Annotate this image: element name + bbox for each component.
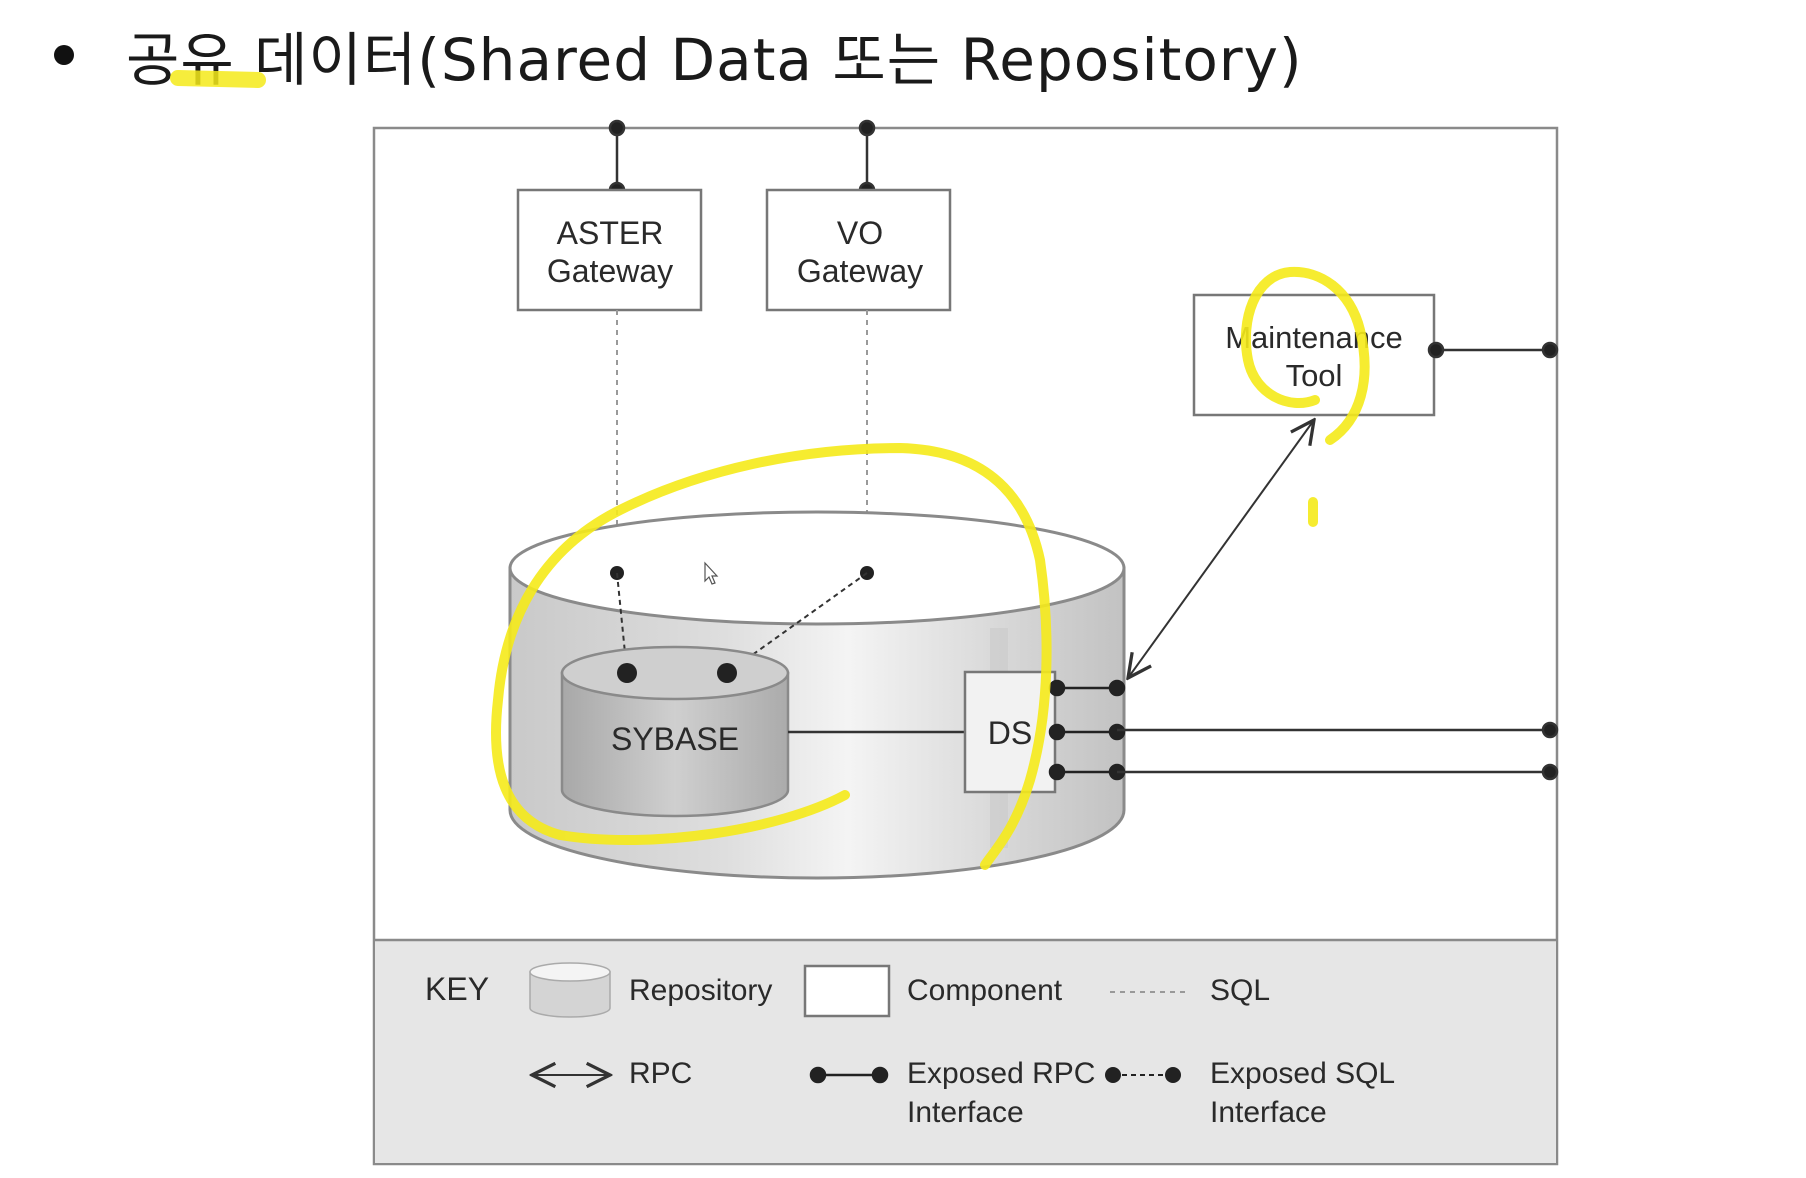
key-component-symbol xyxy=(803,964,891,1018)
key-rpc-label: RPC xyxy=(629,1057,692,1090)
maintenance-circle-highlight xyxy=(1240,266,1370,445)
key-exposed-rpc-symbol xyxy=(809,1066,889,1084)
aster-gateway-label-line1: ASTER xyxy=(557,215,664,251)
external-rpc-lines xyxy=(1117,721,1559,781)
aster-gateway-component: ASTER Gateway xyxy=(516,188,703,312)
key-exposed-sql-symbol xyxy=(1105,1067,1181,1083)
maintenance-tool-label-line2: Tool xyxy=(1286,358,1343,393)
key-repository-symbol xyxy=(529,962,611,1018)
key-exposed-sql-label-line2: Interface xyxy=(1210,1096,1327,1129)
key-exposed-sql-label-line1: Exposed SQL xyxy=(1210,1057,1395,1090)
highlighter-annotations xyxy=(491,266,1370,870)
key-repository-label: Repository xyxy=(629,974,772,1007)
aster-gateway-label-line2: Gateway xyxy=(547,253,673,289)
vo-gateway-label-line1: VO xyxy=(837,215,883,251)
heading-title: 공유 데이터(Shared Data 또는 Repository) xyxy=(126,26,1303,94)
sybase-label: SYBASE xyxy=(611,721,739,757)
maintenance-tool-component: Maintenance Tool xyxy=(1192,293,1436,417)
vo-gateway-label-line2: Gateway xyxy=(797,253,923,289)
slide-heading: 공유 데이터(Shared Data 또는 Repository) xyxy=(40,10,1303,100)
ds-label: DS xyxy=(988,715,1032,751)
bullet-icon xyxy=(54,45,74,65)
key-sql-label: SQL xyxy=(1210,974,1270,1007)
rpc-double-arrow xyxy=(1128,420,1314,678)
mouse-cursor-icon xyxy=(704,561,719,585)
vo-gateway-component: VO Gateway xyxy=(765,188,952,312)
maintenance-tool-label-line1: Maintenance xyxy=(1225,320,1403,355)
repository-circle-highlight xyxy=(491,443,1052,870)
key-exposed-rpc-label-line1: Exposed RPC xyxy=(907,1057,1095,1090)
sybase-database: SYBASE xyxy=(560,645,790,818)
maintenance-rpc-line xyxy=(1427,341,1559,359)
key-exposed-rpc-label-line2: Interface xyxy=(907,1096,1024,1129)
key-component-label: Component xyxy=(907,974,1063,1007)
key-title: KEY xyxy=(425,971,489,1007)
highlight-underline xyxy=(170,70,266,88)
